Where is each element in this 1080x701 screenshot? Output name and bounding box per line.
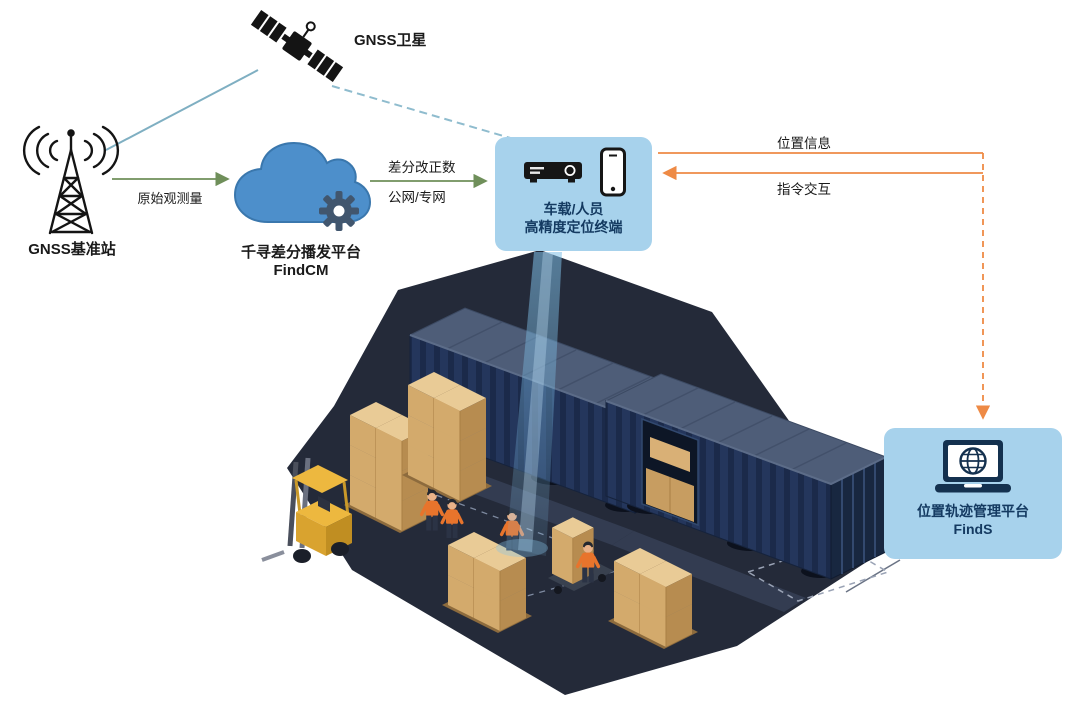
cloud-platform-title: 千寻差分播发平台 (240, 244, 361, 261)
finds-label-2: FindS (953, 521, 993, 537)
gnss-satellite-label: GNSS卫星 (354, 32, 427, 49)
finds-card: 位置轨迹管理平台 FindS (884, 428, 1062, 559)
cloud-icon (233, 141, 372, 231)
gear-icon (319, 191, 359, 231)
walkway-strip (612, 531, 806, 612)
finds-label-1: 位置轨迹管理平台 (917, 503, 1029, 519)
terminal-icons (520, 146, 628, 200)
correction-label-2: 公网/专网 (388, 190, 446, 205)
container-2-open-door (641, 417, 699, 527)
base-station-label: GNSS基准站 (28, 241, 116, 258)
terminal-label-2: 高精度定位终端 (524, 219, 623, 235)
beam-glow (496, 539, 548, 557)
receiver-icon (523, 162, 582, 183)
raw-observation-label: 原始观测量 (137, 191, 203, 206)
smartphone-icon (599, 147, 626, 197)
terminal-label-1: 车载/人员 (543, 201, 604, 217)
cloud-platform-subtitle: FindCM (273, 262, 329, 279)
terminal-card: 车载/人员 高精度定位终端 (495, 137, 652, 251)
warehouse-scene (261, 250, 890, 695)
position-info-label: 位置信息 (777, 136, 831, 151)
forklift-icon (261, 457, 352, 563)
correction-label-1: 差分改正数 (388, 160, 456, 175)
laptop-globe-icon (935, 440, 1011, 493)
positioning-beam-core (518, 252, 553, 552)
finds-to-scene-line (845, 559, 901, 593)
satellite-icon (250, 9, 344, 83)
base-station-icon (22, 125, 120, 235)
satellite-to-base-line (105, 69, 259, 151)
command-interaction-label: 指令交互 (777, 182, 831, 197)
satellite-to-terminal-line (331, 85, 525, 143)
positioning-beam (506, 252, 562, 556)
dashed-zone (746, 542, 890, 602)
